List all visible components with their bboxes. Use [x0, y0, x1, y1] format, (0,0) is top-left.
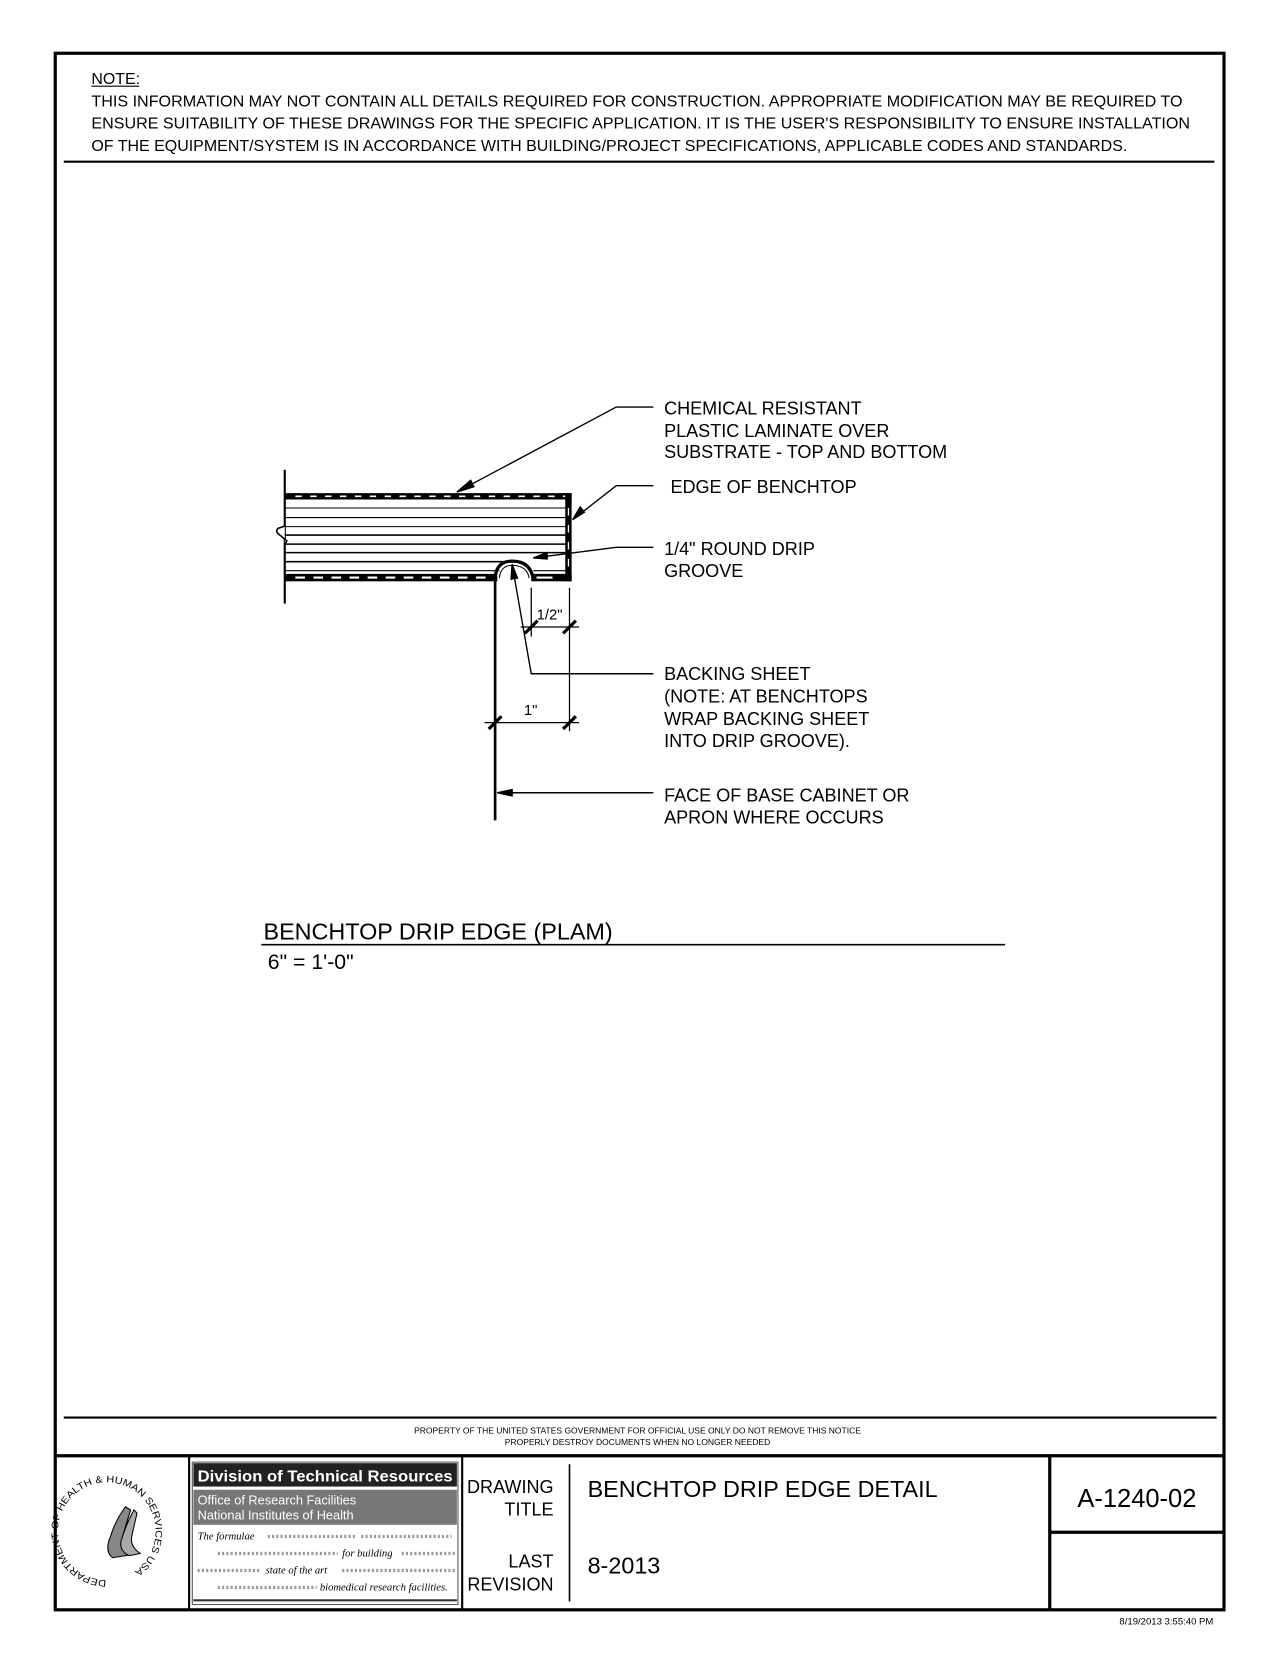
- note-line: ENSURE SUITABILITY OF THESE DRAWINGS FOR…: [91, 116, 1190, 133]
- callout-face: APRON WHERE OCCURS: [664, 808, 884, 828]
- svg-text:The formulae: The formulae: [198, 1532, 255, 1543]
- detail-scale: 6" = 1'-0": [268, 950, 354, 974]
- edge-banding: [565, 493, 572, 582]
- callout-edge: EDGE OF BENCHTOP: [670, 477, 856, 497]
- last-revision-label: REVISION: [467, 1575, 553, 1595]
- callout-laminate: SUBSTRATE - TOP AND BOTTOM: [664, 442, 947, 462]
- callout-backing: INTO DRIP GROOVE).: [664, 731, 850, 751]
- svg-text:state of the art: state of the art: [266, 1566, 329, 1577]
- title-block: [188, 1455, 1224, 1610]
- drawing-title-label: DRAWING: [467, 1477, 554, 1497]
- note-heading: NOTE:: [91, 71, 140, 88]
- svg-text:Office of Research Facilities: Office of Research Facilities: [198, 1493, 356, 1508]
- callout-groove: GROOVE: [664, 561, 743, 581]
- drip-groove: [493, 559, 535, 581]
- last-revision: 8-2013: [588, 1553, 661, 1579]
- note-block: NOTE: THIS INFORMATION MAY NOT CONTAIN A…: [63, 71, 1215, 163]
- svg-text:for building: for building: [342, 1549, 392, 1560]
- last-revision-label: LAST: [508, 1551, 553, 1571]
- detail-title: BENCHTOP DRIP EDGE (PLAM): [264, 918, 613, 944]
- sheet-border: [53, 51, 1226, 1612]
- top-laminate: [284, 493, 572, 500]
- dimension-label-one: 1": [524, 703, 538, 719]
- callout-backing: BACKING SHEET: [664, 664, 810, 684]
- callout-backing: WRAP BACKING SHEET: [664, 709, 869, 729]
- dimension-half-inch: [520, 587, 580, 732]
- plot-timestamp: 8/19/2013 3:55:40 PM: [1119, 1617, 1213, 1628]
- callout-backing: (NOTE: AT BENCHTOPS: [664, 686, 868, 706]
- callout-laminate: PLASTIC LAMINATE OVER: [664, 421, 889, 441]
- callout-face: FACE OF BASE CABINET OR: [664, 785, 909, 805]
- substrate-hatch: [284, 507, 566, 572]
- callout-laminate: CHEMICAL RESISTANT: [664, 399, 862, 419]
- property-notice: PROPERTY OF THE UNITED STATES GOVERNMENT…: [414, 1425, 861, 1435]
- drawing-number: A-1240-02: [1077, 1485, 1196, 1513]
- svg-text:Division of Technical Resource: Division of Technical Resources: [198, 1468, 453, 1485]
- drawing-title-label: TITLE: [504, 1499, 553, 1519]
- leader-lines: [456, 406, 654, 797]
- svg-text:biomedical research facilities: biomedical research facilities.: [320, 1583, 448, 1594]
- callouts: CHEMICAL RESISTANT PLASTIC LAMINATE OVER…: [524, 399, 947, 828]
- dimension-one-inch: [484, 715, 580, 731]
- dimension-label-half: 1/2": [537, 608, 563, 624]
- drawing-title: BENCHTOP DRIP EDGE DETAIL: [588, 1476, 938, 1502]
- dtr-logo: Division of Technical Resources Office o…: [191, 1461, 459, 1606]
- note-line: THIS INFORMATION MAY NOT CONTAIN ALL DET…: [91, 93, 1182, 110]
- callout-groove: 1/4" ROUND DRIP: [664, 539, 815, 559]
- property-notice: PROPERLY DESTROY DOCUMENTS WHEN NO LONGE…: [505, 1437, 770, 1447]
- svg-text:National Institutes of Health: National Institutes of Health: [198, 1508, 354, 1523]
- note-line: OF THE EQUIPMENT/SYSTEM IS IN ACCORDANCE…: [91, 138, 1127, 155]
- benchtop-detail: [275, 406, 654, 821]
